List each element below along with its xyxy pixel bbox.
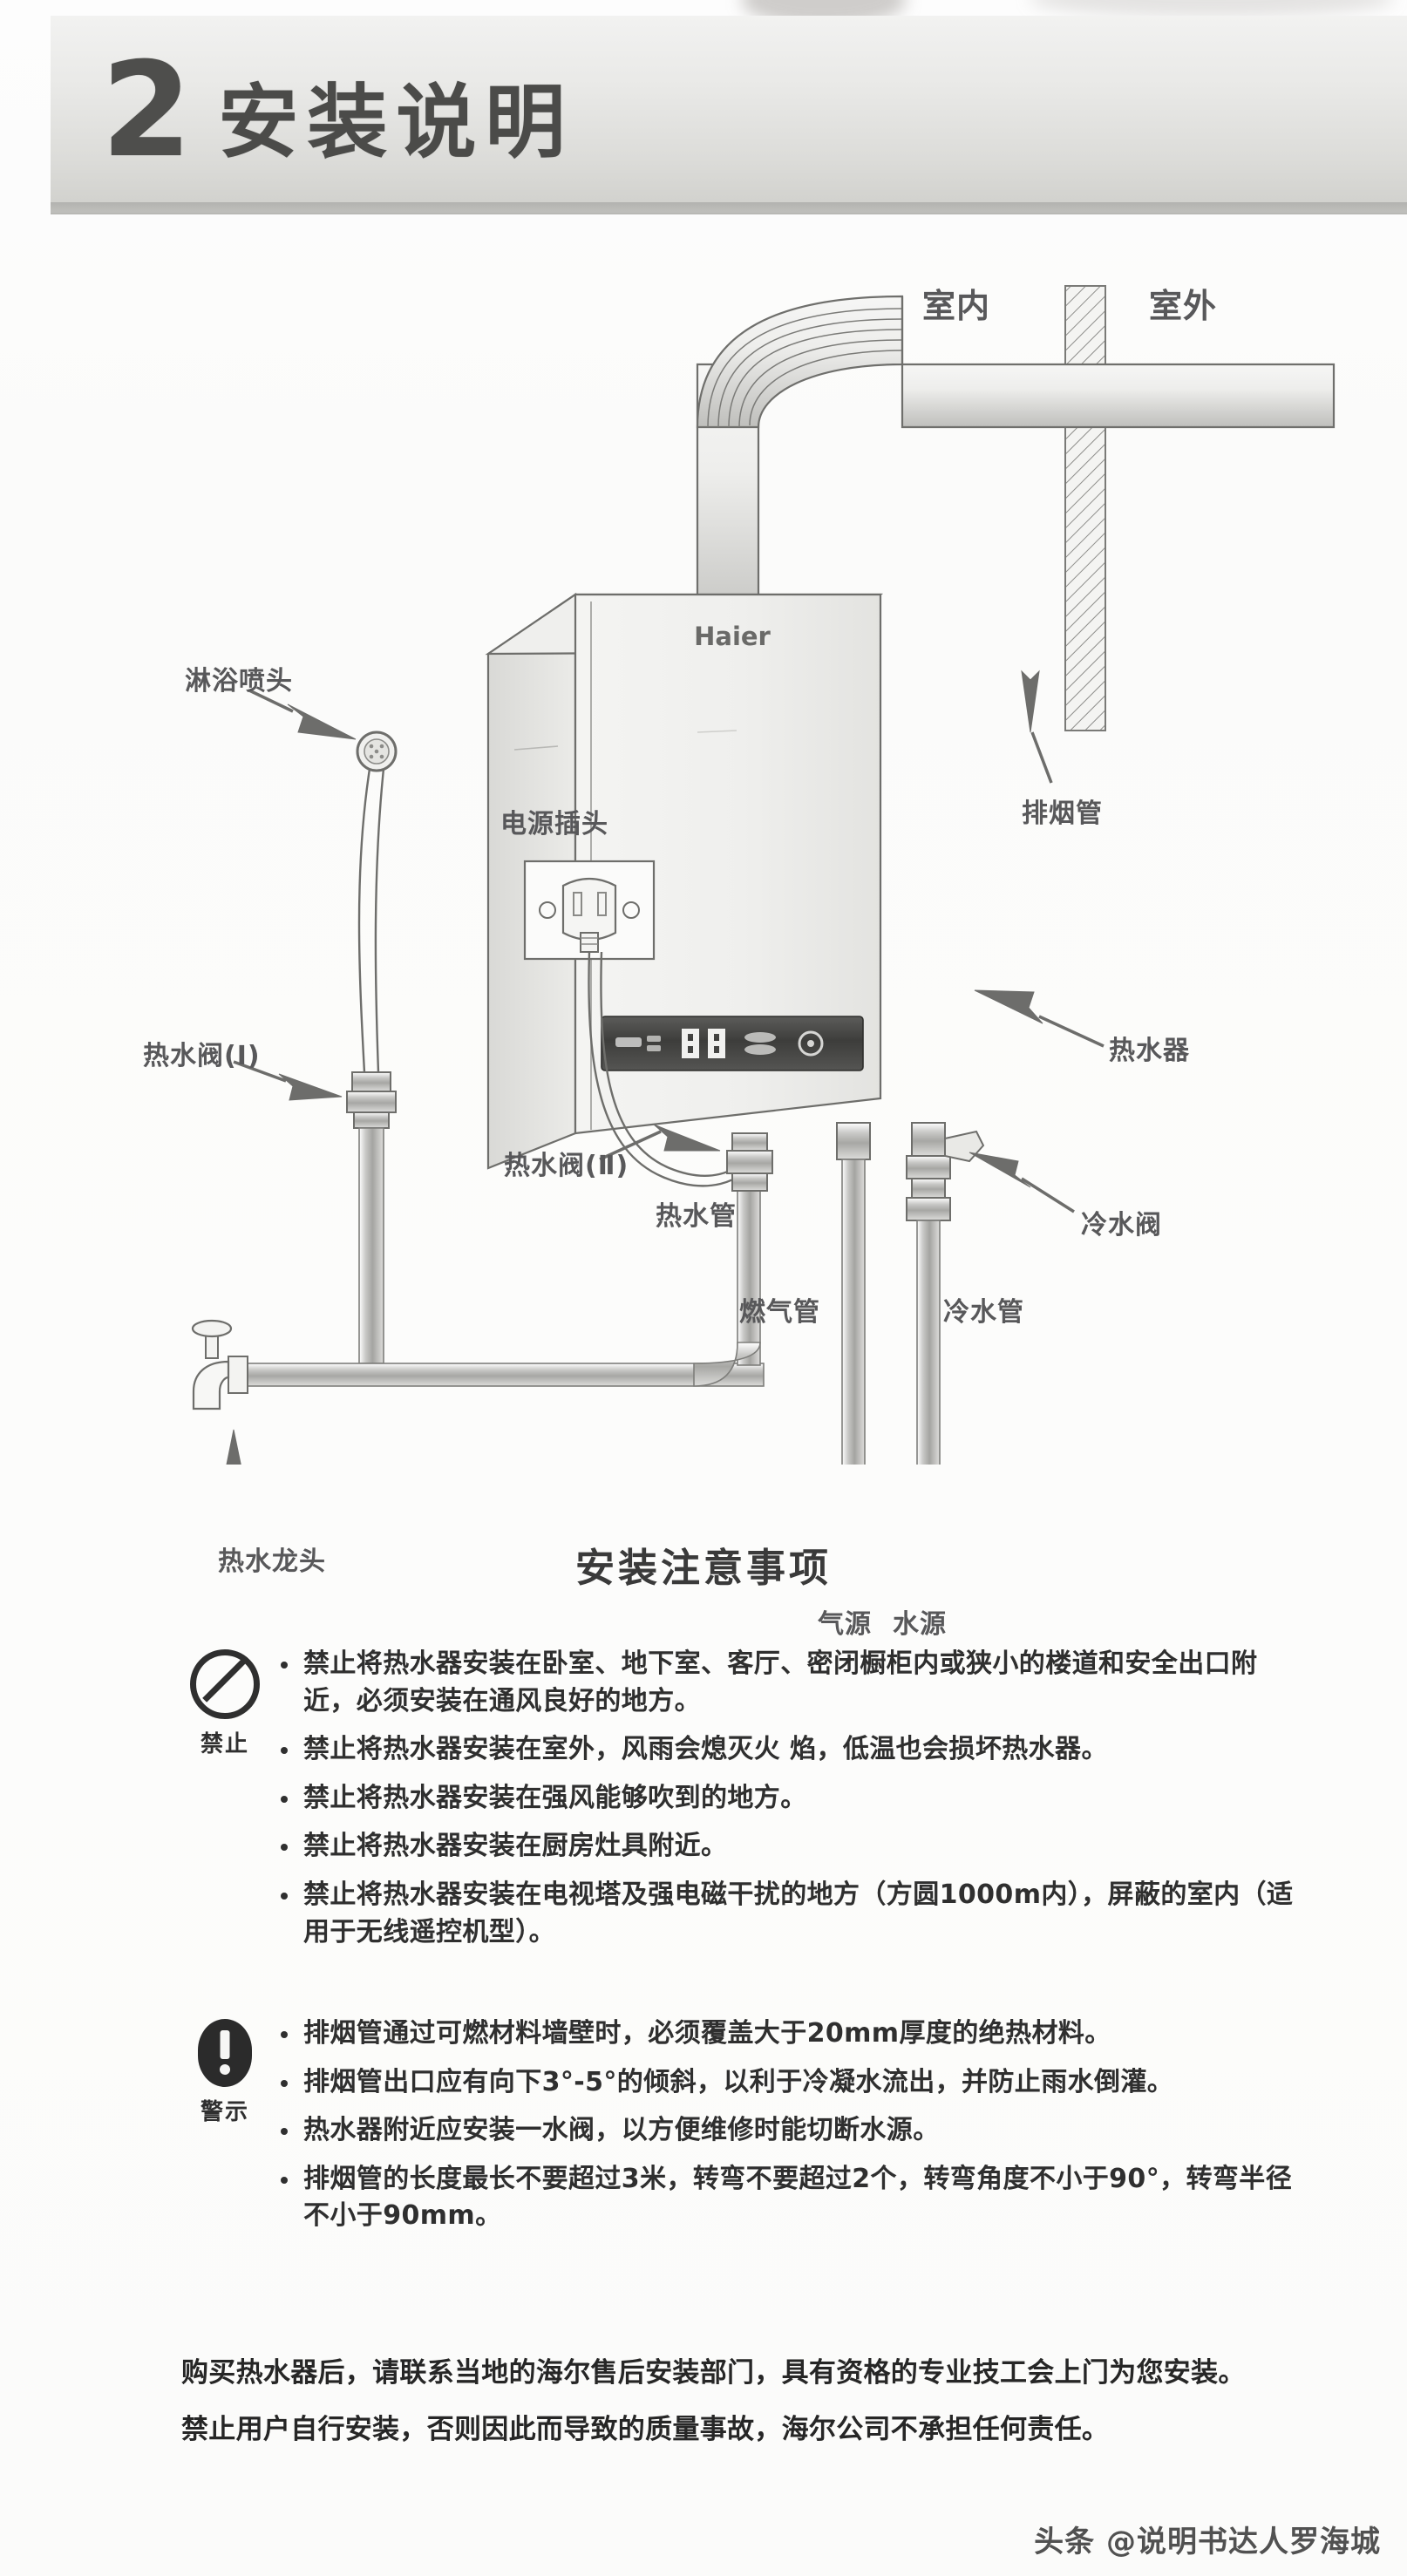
warning-icon xyxy=(198,2019,252,2087)
label-power-plug: 电源插头 xyxy=(500,809,608,839)
prohibit-icon-column: 禁止 xyxy=(174,1646,275,1758)
leader-arrows xyxy=(226,669,1105,1465)
exhaust-duct xyxy=(696,295,1336,647)
list-item: 禁止将热水器安装在强风能够吹到的地方。 xyxy=(275,1780,1308,1818)
list-item: 排烟管出口应有向下3°-5°的倾斜，以利于冷凝水流出，并防止雨水倒灌。 xyxy=(275,2064,1308,2102)
chapter-header-band xyxy=(51,16,1407,214)
control-panel xyxy=(601,1016,864,1071)
hot-water-valve-1 xyxy=(346,1071,397,1129)
list-item: 禁止将热水器安装在室外，风雨会熄灭火 焰，低温也会损坏热水器。 xyxy=(275,1731,1308,1769)
label-hot-water-valve-2: 热水阀(Ⅱ) xyxy=(504,1151,629,1181)
label-shower-head: 淋浴喷头 xyxy=(185,666,293,697)
hot-water-pipe-riser xyxy=(737,1176,761,1366)
list-item: 排烟管通过可燃材料墙壁时，必须覆盖大于20mm厚度的绝热材料。 xyxy=(275,2015,1308,2053)
list-item: 禁止将热水器安装在厨房灶具附近。 xyxy=(275,1828,1308,1866)
label-gas-source: 气源 xyxy=(818,1609,872,1640)
list-item: 热水器附近应安装一水阀，以方便维修时能切断水源。 xyxy=(275,2112,1308,2150)
watermark: 头条 @说明书达人罗海城 xyxy=(1034,2525,1381,2559)
page-title: 安装说明 xyxy=(218,75,574,169)
gas-pipe xyxy=(836,1122,871,1465)
wall-section xyxy=(1064,285,1106,731)
label-exhaust-pipe: 排烟管 xyxy=(1022,799,1103,829)
prohibition-notice-block: 禁止 禁止将热水器安装在卧室、地下室、客厅、密闭橱柜内或狭小的楼道和安全出口附近… xyxy=(174,1646,1308,1962)
shower-head-assembly xyxy=(356,731,398,1073)
installation-diagram: Haier xyxy=(0,262,1407,1640)
list-item: 禁止将热水器安装在电视塔及强电磁干扰的地方（方圆1000m内），屏蔽的室内（适用… xyxy=(275,1877,1308,1951)
label-water-heater: 热水器 xyxy=(1109,1036,1190,1066)
prohibition-icon xyxy=(190,1649,260,1719)
label-cold-water-pipe: 冷水管 xyxy=(943,1297,1024,1328)
digital-display xyxy=(682,1029,725,1058)
label-hot-water-valve-1: 热水阀(Ⅰ) xyxy=(143,1041,261,1071)
hot-water-main xyxy=(240,1363,765,1387)
chapter-header: 2 安装说明 xyxy=(51,16,1407,214)
warn-icon-caption: 警示 xyxy=(200,2099,249,2125)
list-item: 禁止将热水器安装在卧室、地下室、客厅、密闭橱柜内或狭小的楼道和安全出口附近，必须… xyxy=(275,1646,1308,1720)
brand-logo: Haier xyxy=(694,622,771,651)
installation-diagram-svg: Haier xyxy=(191,285,1336,1465)
warning-notice-block: 警示 排烟管通过可燃材料墙壁时，必须覆盖大于20mm厚度的绝热材料。 排烟管出口… xyxy=(174,2015,1308,2246)
warn-icon-column: 警示 xyxy=(174,2015,275,2126)
notices-section-title: 安装注意事项 xyxy=(574,1545,832,1591)
label-gas-pipe: 燃气管 xyxy=(739,1297,820,1328)
label-outdoor: 室外 xyxy=(1149,287,1218,325)
hot-water-valve-2 xyxy=(726,1132,773,1192)
footer-notes: 购买热水器后，请联系当地的海尔售后安装部门，具有资格的专业技工会上门为您安装。 … xyxy=(181,2354,1306,2467)
label-cold-water-valve: 冷水阀 xyxy=(1081,1210,1162,1240)
label-hot-water-faucet: 热水龙头 xyxy=(218,1546,326,1577)
hot-water-riser xyxy=(358,1127,384,1364)
power-socket xyxy=(523,860,757,1187)
hot-water-faucet xyxy=(191,1319,248,1410)
prohibition-list: 禁止将热水器安装在卧室、地下室、客厅、密闭橱柜内或狭小的楼道和安全出口附近，必须… xyxy=(275,1646,1308,1962)
label-indoor: 室内 xyxy=(922,287,991,325)
footer-paragraph: 禁止用户自行安装，否则因此而导致的质量事故，海尔公司不承担任何责任。 xyxy=(181,2413,1110,2445)
list-item: 排烟管的长度最长不要超过3米，转弯不要超过2个，转弯角度不小于90°，转弯半径不… xyxy=(275,2161,1308,2235)
chapter-number: 2 xyxy=(101,35,192,187)
label-hot-water-pipe: 热水管 xyxy=(656,1201,737,1232)
prohibit-icon-caption: 禁止 xyxy=(200,1731,249,1757)
label-water-source: 水源 xyxy=(893,1609,947,1640)
footer-paragraph: 购买热水器后，请联系当地的海尔售后安装部门，具有资格的专业技工会上门为您安装。 xyxy=(181,2357,1246,2389)
warning-list: 排烟管通过可燃材料墙壁时，必须覆盖大于20mm厚度的绝热材料。 排烟管出口应有向… xyxy=(275,2015,1308,2246)
